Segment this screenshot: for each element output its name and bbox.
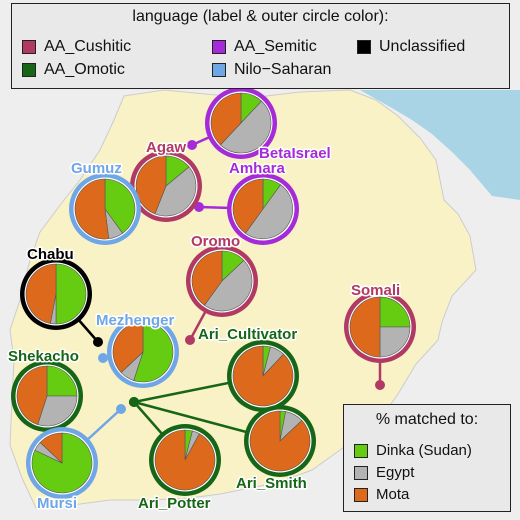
label-chabu: Chabu xyxy=(27,246,74,263)
percent-legend-title: % matched to: xyxy=(375,411,479,428)
pie-mezhenger xyxy=(107,316,179,388)
legend-label-unclassified: Unclassified xyxy=(379,38,466,55)
slice-egypt-amhara xyxy=(244,184,293,240)
slice-mota-mursi xyxy=(39,432,63,464)
pie-chabu xyxy=(20,258,92,330)
swatch-aa-omotic xyxy=(22,63,36,77)
pie-amhara xyxy=(227,173,299,245)
slice-mota-amhara xyxy=(232,178,264,234)
slice-mota-somali xyxy=(349,296,381,358)
label-ari-potter: Ari_Potter xyxy=(138,495,211,512)
slice-dinka-shekacho xyxy=(46,365,78,397)
location-dot-mursi xyxy=(116,404,126,414)
slice-dinka-somali xyxy=(379,296,411,328)
slice-dinka-chabu xyxy=(55,263,87,325)
label-betaisrael: BetaIsrael xyxy=(259,145,331,162)
label-agaw: Agaw xyxy=(146,139,186,156)
label-gumuz: Gumuz xyxy=(71,160,122,177)
legend-label-mota: Mota xyxy=(376,486,410,503)
swatch-mota xyxy=(354,487,368,502)
location-dot-oromo xyxy=(185,335,195,345)
slice-egypt-oromo xyxy=(203,260,253,312)
slice-egypt-betaisrael xyxy=(220,100,272,154)
label-somali: Somali xyxy=(351,282,400,299)
pie-ari-potter xyxy=(149,424,221,496)
legend-item-dinka: Dinka (Sudan) xyxy=(354,442,472,459)
label-oromo: Oromo xyxy=(191,233,240,250)
label-mezhenger: Mezhenger xyxy=(96,312,175,329)
legend-item-egypt: Egypt xyxy=(354,464,414,481)
location-dot-mezhenger xyxy=(98,353,108,363)
legend-label-aa-omotic: AA_Omotic xyxy=(44,61,125,78)
slice-mota-mezhenger xyxy=(112,321,144,373)
legend-label-aa-cushitic: AA_Cushitic xyxy=(44,38,132,55)
pie-ari-smith xyxy=(244,405,316,477)
location-dot-ari-potter xyxy=(129,397,139,407)
slice-mota-oromo xyxy=(191,250,223,306)
legend-label-nilo-saharan: Nilo−Saharan xyxy=(234,61,332,78)
percent-legend: % matched to: Dinka (Sudan) Egypt Mota xyxy=(343,404,511,512)
legend-item-unclassified: Unclassified xyxy=(357,38,465,56)
slice-dinka-mezhenger xyxy=(133,321,174,383)
label-ari-smith: Ari_Smith xyxy=(236,475,307,492)
red-sea xyxy=(360,90,520,200)
pie-agaw xyxy=(130,150,202,222)
location-dot-betaisrael xyxy=(187,140,197,150)
legend-label-egypt: Egypt xyxy=(376,464,415,481)
pie-shekacho xyxy=(11,360,83,432)
pie-betaisrael xyxy=(205,87,277,159)
legend-item-mota: Mota xyxy=(354,486,409,503)
slice-egypt-shekacho xyxy=(37,395,78,427)
legend-item-aa-cushitic: AA_Cushitic xyxy=(22,38,131,56)
legend-label-dinka: Dinka (Sudan) xyxy=(376,442,472,459)
slice-egypt-agaw xyxy=(154,166,197,217)
swatch-aa-semitic xyxy=(212,40,226,54)
slice-mota-ari-potter xyxy=(154,429,216,491)
swatch-dinka xyxy=(354,443,368,458)
pie-ari-cultivator xyxy=(227,340,299,412)
slice-egypt-somali xyxy=(379,326,411,358)
label-mursi: Mursi xyxy=(37,495,77,512)
pie-oromo xyxy=(186,245,258,317)
slice-mota-agaw xyxy=(135,155,167,215)
slice-dinka-gumuz xyxy=(104,178,136,234)
label-amhara: Amhara xyxy=(229,160,286,177)
legend-label-aa-semitic: AA_Semitic xyxy=(234,38,317,55)
legend-item-nilo-saharan: Nilo−Saharan xyxy=(212,61,331,79)
swatch-egypt xyxy=(354,465,368,480)
language-legend: language (label & outer circle color): A… xyxy=(11,3,510,89)
swatch-nilo-saharan xyxy=(212,63,226,77)
pie-somali xyxy=(344,291,416,363)
slice-mota-ari-cultivator xyxy=(232,345,294,407)
slice-mota-betaisrael xyxy=(210,92,242,146)
language-legend-title: language (label & outer circle color): xyxy=(132,8,389,25)
location-dot-chabu xyxy=(93,337,103,347)
label-ari-cultivator: Ari_Cultivator xyxy=(198,326,297,343)
pie-gumuz xyxy=(69,173,141,245)
slice-mota-shekacho xyxy=(16,365,48,425)
slice-mota-gumuz xyxy=(74,178,110,240)
swatch-unclassified xyxy=(357,40,371,54)
swatch-aa-cushitic xyxy=(22,40,36,54)
slice-mota-chabu xyxy=(25,263,57,324)
label-shekacho: Shekacho xyxy=(8,348,79,365)
legend-item-aa-omotic: AA_Omotic xyxy=(22,61,125,79)
pie-mursi xyxy=(26,427,98,499)
population-circles xyxy=(11,87,416,499)
legend-item-aa-semitic: AA_Semitic xyxy=(212,38,317,56)
slice-mota-ari-smith xyxy=(249,410,311,472)
slice-dinka-mursi xyxy=(31,432,93,494)
location-dot-somali xyxy=(375,380,385,390)
